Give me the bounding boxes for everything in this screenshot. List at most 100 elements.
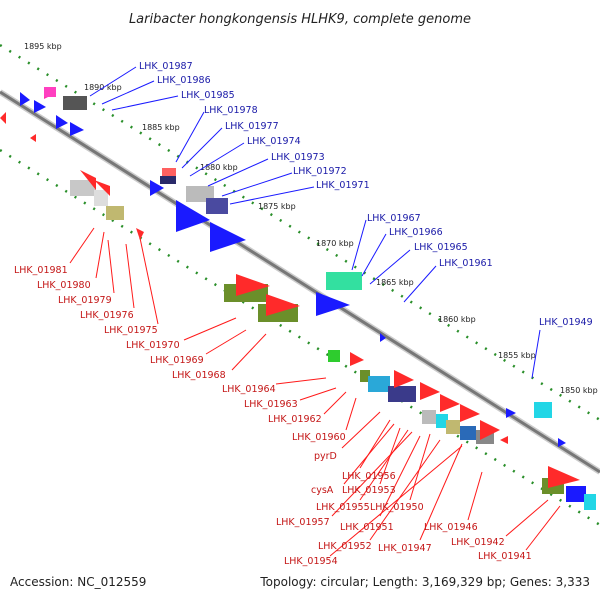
gene-label: LHK_01951 (340, 522, 394, 533)
forward-strand-features (20, 87, 566, 447)
gene-label: pyrD (314, 451, 337, 462)
gene-label: LHK_01970 (126, 340, 180, 351)
gene-label: LHK_01955 (316, 502, 370, 513)
gene-label: LHK_01977 (225, 121, 279, 132)
gene-box (94, 190, 108, 206)
gene-arrow (210, 222, 246, 252)
gene-label: LHK_01968 (172, 370, 226, 381)
gene-label: LHK_01950 (370, 502, 424, 513)
gene-label: LHK_01966 (389, 227, 443, 238)
gene-label: LHK_01980 (37, 280, 91, 291)
gene-label: LHK_01957 (276, 517, 330, 528)
gene-label: LHK_01946 (424, 522, 478, 533)
gene-label: LHK_01953 (342, 485, 396, 496)
gene-label: cysA (311, 485, 334, 496)
gene-box (328, 350, 340, 362)
leader-lines-bottom (69, 227, 561, 557)
track-guides (0, 43, 600, 527)
gene-box (106, 206, 124, 220)
gene-box (326, 272, 362, 290)
accession-text: Accession: NC_012559 (10, 575, 146, 589)
gene-arrow (80, 170, 96, 190)
reverse-strand-features (0, 112, 596, 510)
gene-box (162, 168, 176, 176)
gene-label: LHK_01962 (268, 414, 322, 425)
map-title: Laribacter hongkongensis HLHK9, complete… (129, 12, 471, 27)
gene-label: LHK_01961 (439, 258, 493, 269)
tick-label: 1895 kbp (24, 42, 62, 51)
gene-label: LHK_01963 (244, 399, 298, 410)
tick-label: 1885 kbp (142, 123, 180, 132)
tick-label: 1880 kbp (200, 163, 238, 172)
tick-label: 1855 kbp (498, 351, 536, 360)
gene-label: LHK_01947 (378, 543, 432, 554)
gene-box (160, 176, 176, 184)
gene-arrow (236, 274, 270, 296)
gene-label: LHK_01972 (293, 166, 347, 177)
gene-label: LHK_01967 (367, 213, 421, 224)
gene-label: LHK_01974 (247, 136, 301, 147)
gene-arrow (136, 228, 144, 240)
gene-label: LHK_01949 (539, 317, 593, 328)
tick-label: 1870 kbp (316, 239, 354, 248)
gene-box (368, 376, 390, 392)
gene-label: LHK_01981 (14, 265, 68, 276)
gene-label: LHK_01964 (222, 384, 276, 395)
gene-label: LHK_01969 (150, 355, 204, 366)
gene-label: LHK_01941 (478, 551, 532, 562)
gene-box (388, 386, 416, 402)
gene-arrow (420, 382, 440, 400)
gene-arrow (480, 420, 500, 440)
gene-label: LHK_01973 (271, 152, 325, 163)
gene-arrow (0, 112, 6, 124)
gene-label: LHK_01960 (292, 432, 346, 443)
gene-box (534, 402, 552, 418)
gene-arrow (56, 115, 68, 129)
gene-label: LHK_01978 (204, 105, 258, 116)
gene-arrow (30, 134, 36, 142)
gene-label: LHK_01987 (139, 61, 193, 72)
gene-label: LHK_01965 (414, 242, 468, 253)
gene-label: LHK_01952 (318, 541, 372, 552)
leader-lines-top (89, 66, 541, 379)
gene-arrow (394, 370, 414, 388)
gene-box (63, 96, 87, 110)
gene-arrow (316, 292, 350, 316)
gene-box (566, 486, 586, 502)
gene-arrow (350, 352, 364, 366)
gene-box (206, 198, 228, 214)
gene-label: LHK_01976 (80, 310, 134, 321)
gene-label: LHK_01979 (58, 295, 112, 306)
gene-arrow (440, 394, 460, 412)
gene-label: LHK_01956 (342, 471, 396, 482)
tick-label: 1860 kbp (438, 315, 476, 324)
gene-arrow (20, 92, 30, 106)
gene-label: LHK_01954 (284, 556, 338, 567)
gene-arrow (380, 333, 386, 342)
gene-label: LHK_01986 (157, 75, 211, 86)
gene-label: LHK_01971 (316, 180, 370, 191)
gene-box (584, 494, 596, 510)
gene-arrow (548, 466, 580, 488)
gene-box (70, 180, 96, 196)
gene-box (44, 87, 56, 97)
tick-label: 1865 kbp (376, 278, 414, 287)
gene-labels-bottom: LHK_01981 LHK_01980 LHK_01979 LHK_01976 … (14, 265, 532, 567)
gene-arrow (266, 294, 300, 316)
genome-backbone (0, 89, 600, 475)
gene-label: LHK_01985 (181, 90, 235, 101)
gene-arrow (176, 200, 210, 232)
gene-box (360, 370, 370, 382)
gene-arrow (506, 408, 516, 418)
gene-arrow (460, 404, 480, 422)
gene-arrow (558, 438, 566, 447)
gene-box (436, 414, 448, 428)
gene-box (446, 420, 460, 434)
gene-arrow (70, 122, 84, 136)
gene-box (422, 410, 436, 424)
gene-arrow (150, 180, 164, 196)
gene-arrow (34, 100, 46, 113)
gene-arrow (94, 180, 110, 196)
tick-label: 1850 kbp (560, 386, 598, 395)
